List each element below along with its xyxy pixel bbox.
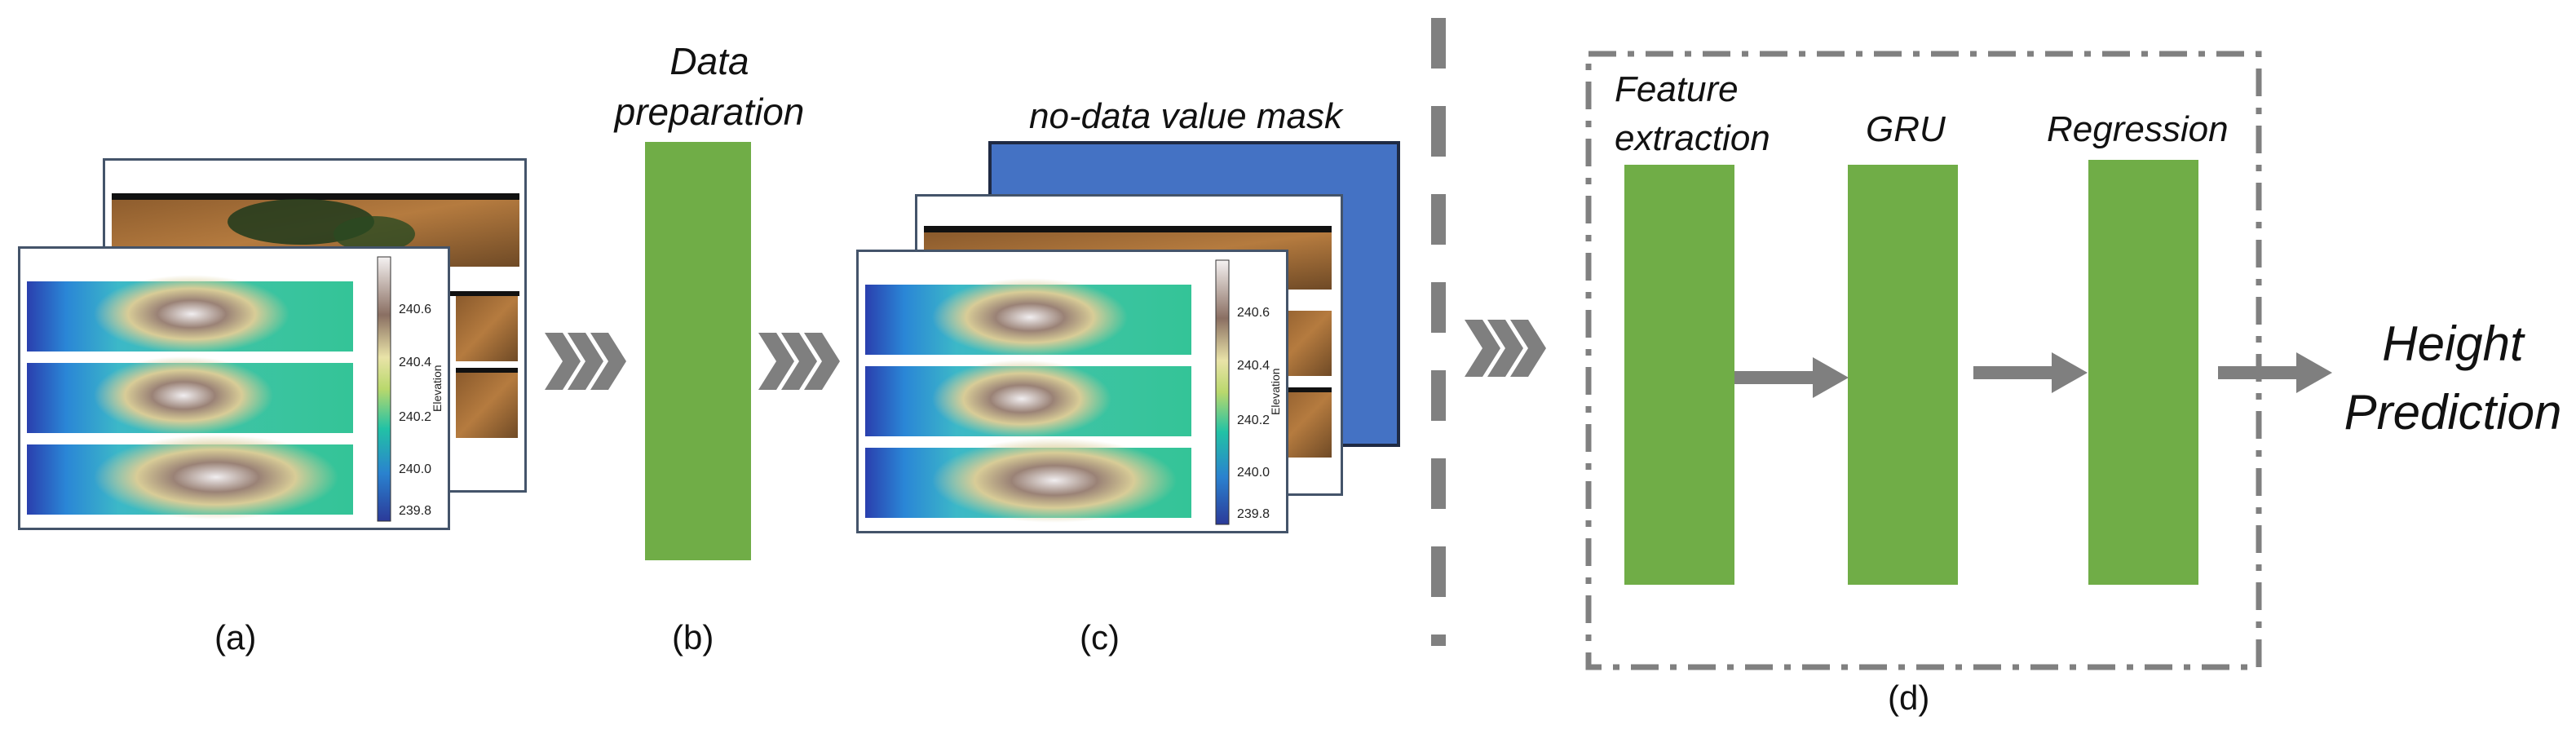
output-label-line1: Height — [2382, 316, 2524, 371]
colorbar-tick: 240.0 — [1237, 466, 1270, 480]
arrow-right-icon — [2218, 352, 2332, 397]
data-prep-title-line2: preparation — [614, 91, 805, 133]
colorbar-tick: 239.8 — [1237, 507, 1270, 521]
gru-block — [1848, 165, 1958, 585]
colorbar-tick: 240.4 — [399, 356, 431, 369]
colorbar-tick: 239.8 — [399, 504, 431, 518]
caption-b: (b) — [672, 618, 714, 657]
data-preparation-block — [645, 142, 751, 560]
stage-a-image-stack: 240.6 240.4 240.2 240.0 239.8 Elevation — [18, 155, 532, 530]
colorbar-tick: 240.2 — [1237, 413, 1270, 427]
block-label-line: Feature — [1615, 69, 1739, 109]
colorbar-tick: 240.6 — [1237, 306, 1270, 320]
block-label-regression: Regression — [2047, 109, 2229, 149]
arrow-right-icon — [1973, 352, 2088, 397]
block-label-gru: GRU — [1866, 109, 1946, 149]
model-frame — [1585, 51, 2262, 674]
caption-c: (c) — [1080, 618, 1120, 657]
chevron-arrow-icon — [545, 333, 626, 394]
caption-d: (d) — [1888, 679, 1930, 717]
block-label-line: extraction — [1615, 118, 1770, 158]
colorbar-axis-label: Elevation — [431, 365, 444, 412]
elevation-heatmap: 240.6 240.4 240.2 240.0 239.8 Elevation — [865, 259, 1282, 525]
colorbar-tick: 240.2 — [399, 410, 431, 424]
colorbar-tick: 240.4 — [1237, 359, 1270, 373]
colorbar-tick: 240.0 — [399, 462, 431, 476]
elevation-map-panel: 240.6 240.4 240.2 240.0 239.8 Elevation — [18, 246, 450, 530]
stage-separator — [1429, 18, 1448, 650]
data-prep-title-line1: Data — [669, 40, 749, 82]
colorbar-axis-label: Elevation — [1269, 368, 1282, 415]
chevron-arrow-icon — [758, 333, 840, 394]
caption-a: (a) — [214, 618, 257, 657]
output-label-line2: Prediction — [2344, 385, 2562, 440]
feature-extraction-block — [1624, 165, 1734, 585]
chevron-arrow-icon — [1465, 320, 1546, 381]
regression-block — [2088, 160, 2198, 585]
elevation-map-panel-c: 240.6 240.4 240.2 240.0 239.8 Elevation — [856, 250, 1288, 533]
data-prep-title: Data preparation — [603, 36, 815, 137]
output-label: Height Prediction — [2339, 310, 2567, 447]
arrow-right-icon — [1734, 357, 1849, 402]
mask-label: no-data value mask — [1029, 96, 1342, 136]
block-label-feature-extraction: Feature extraction — [1615, 65, 1770, 163]
elevation-heatmap: 240.6 240.4 240.2 240.0 239.8 Elevation — [27, 256, 444, 522]
colorbar-tick: 240.6 — [399, 303, 431, 316]
